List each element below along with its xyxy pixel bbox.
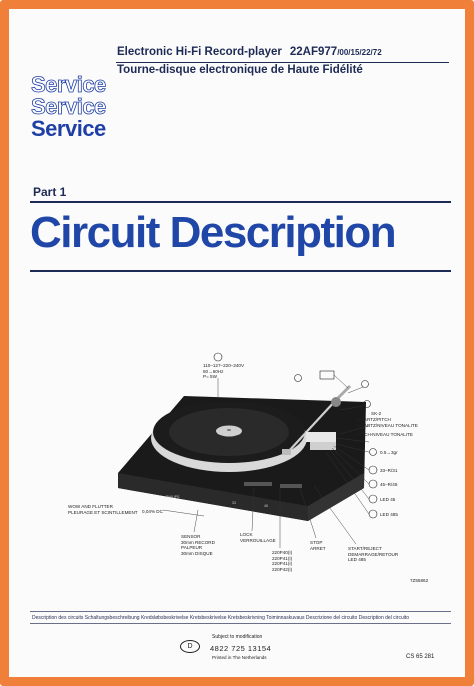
leader-lines bbox=[162, 374, 370, 548]
label-led33: LED 485 bbox=[380, 512, 398, 517]
country-badge: D bbox=[180, 640, 200, 653]
label-pitch-level: PITCH-NIVEAU TONALITE bbox=[357, 432, 413, 437]
header-divider bbox=[116, 62, 449, 63]
rev-text: 33 bbox=[232, 501, 236, 505]
header-model: 22AF977 bbox=[289, 46, 338, 58]
title-rule-top bbox=[30, 201, 451, 203]
footer-code: 4822 725 13154 bbox=[210, 644, 272, 653]
footer-printed: Printed in The Netherlands bbox=[212, 655, 267, 660]
turntable-illustration bbox=[118, 384, 366, 521]
header-title-en-text: Electronic Hi-Fi Record-player bbox=[117, 46, 282, 58]
brand-text: PHILIPS bbox=[166, 495, 180, 499]
footer-rule-bottom bbox=[30, 623, 451, 624]
figure-number: 7Z55862 bbox=[410, 578, 429, 583]
label-45rpm: 45–R/45 bbox=[380, 482, 398, 487]
label-33rpm: 33–R/31 bbox=[380, 468, 398, 473]
title-rule-bottom bbox=[30, 270, 451, 272]
service-logo-line-2: Service bbox=[31, 94, 107, 119]
service-logo-line-1: Service bbox=[31, 72, 107, 97]
header-variants: /00/15/22/72 bbox=[337, 48, 382, 57]
label-led45: LED 45 bbox=[380, 497, 396, 502]
label-mains: 220P40(I)220P41(I)220P41(I)220P42(I) bbox=[272, 550, 293, 572]
header-title-fr: Tourne-disque electronique de Haute Fidé… bbox=[117, 64, 363, 76]
main-title: Circuit Description bbox=[30, 208, 397, 257]
header-title-en: Electronic Hi-Fi Record-player 22AF977/00… bbox=[117, 46, 382, 58]
part-label: Part 1 bbox=[33, 185, 67, 199]
label-range: 0.5→3gr bbox=[380, 450, 398, 455]
footer-rule-top bbox=[30, 611, 451, 612]
rev45-text: 45 bbox=[264, 504, 268, 508]
label-wow-spec: 0,04% DC bbox=[142, 509, 163, 514]
footer-cs-number: CS 65 281 bbox=[406, 654, 435, 660]
label-sk2: SK-2 bbox=[371, 411, 382, 416]
turntable-diagram: PHILIPS 33 45 bbox=[118, 352, 378, 548]
document-page: Electronic Hi-Fi Record-player 22AF977/00… bbox=[18, 18, 474, 686]
footer-multilingual: Description des circuits Schaltungsbesch… bbox=[32, 615, 410, 621]
service-logo-line-3: Service bbox=[31, 116, 106, 141]
footer-subject: Subject to modification bbox=[212, 634, 263, 640]
